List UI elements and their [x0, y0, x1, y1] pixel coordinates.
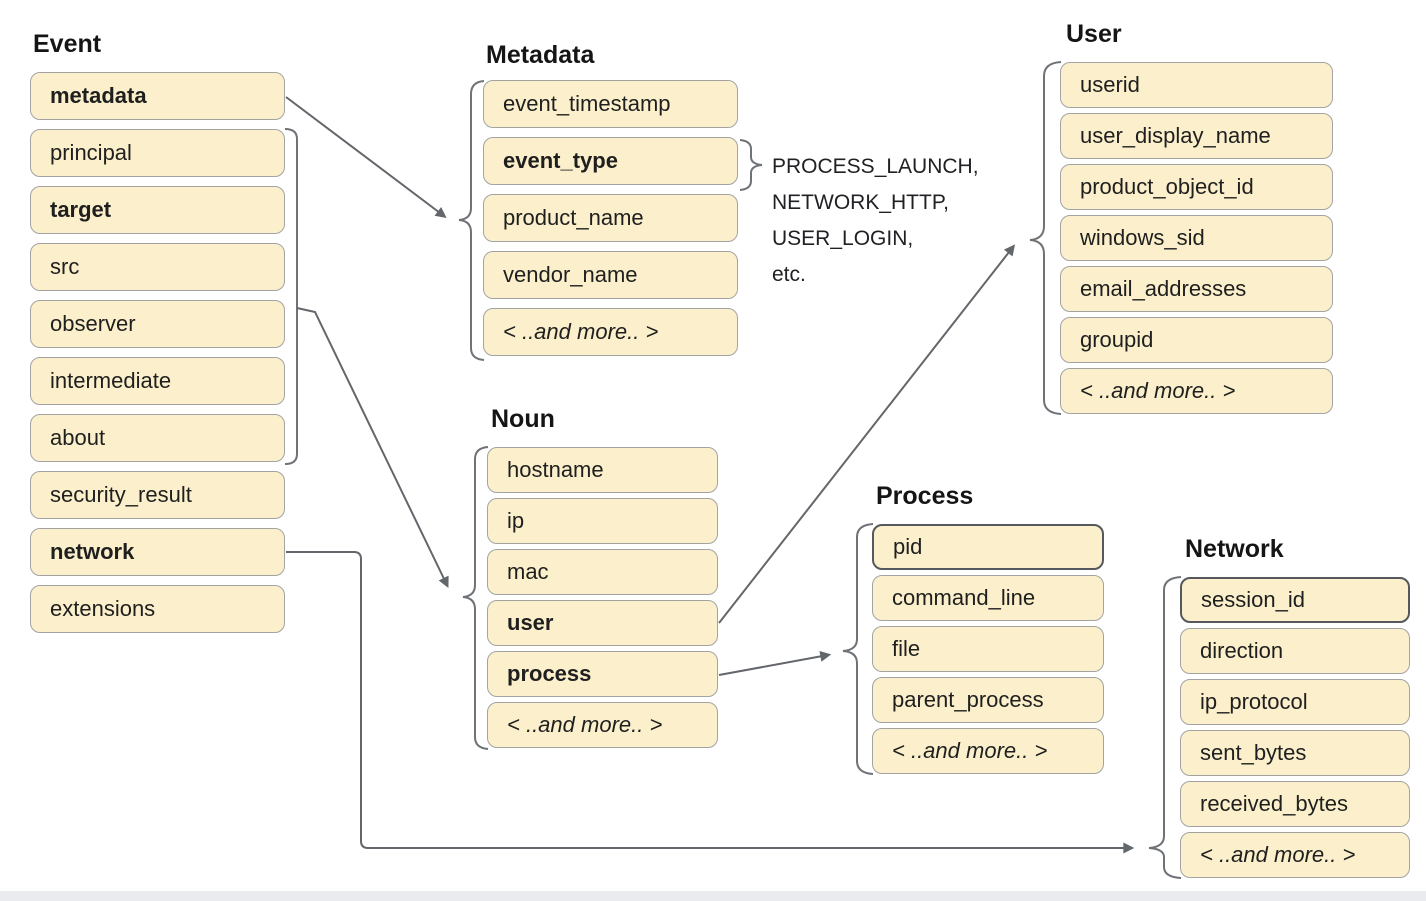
field-label: pid: [893, 534, 923, 559]
field-noun-mac: mac: [487, 549, 718, 595]
field-user-windows-sid: windows_sid: [1060, 215, 1333, 261]
field-event-about: about: [30, 414, 285, 462]
field-network-direction: direction: [1180, 628, 1410, 674]
field-process-pid: pid: [872, 524, 1104, 570]
field-process-and-more: < ..and more.. >: [872, 728, 1104, 774]
field-label: parent_process: [892, 687, 1044, 712]
field-metadata-event-type: event_type: [483, 137, 738, 185]
field-event-metadata: metadata: [30, 72, 285, 120]
event-type-values: PROCESS_LAUNCH, NETWORK_HTTP, USER_LOGIN…: [772, 149, 979, 293]
field-network-received-bytes: received_bytes: [1180, 781, 1410, 827]
field-label: ip: [507, 508, 525, 533]
field-label: security_result: [50, 482, 192, 507]
field-network-and-more: < ..and more.. >: [1180, 832, 1410, 878]
field-network-ip-protocol: ip_protocol: [1180, 679, 1410, 725]
field-user-product-object-id: product_object_id: [1060, 164, 1333, 210]
field-label: observer: [50, 311, 136, 336]
field-label: < ..and more.. >: [892, 738, 1048, 763]
field-label: principal: [50, 140, 132, 165]
field-label: user: [507, 610, 554, 635]
field-label: extensions: [50, 596, 156, 621]
group-title-event: Event: [33, 30, 102, 58]
field-label: event_timestamp: [503, 91, 671, 116]
field-label: product_object_id: [1080, 174, 1254, 199]
field-event-intermediate: intermediate: [30, 357, 285, 405]
field-label: mac: [507, 559, 549, 584]
field-label: < ..and more.. >: [503, 319, 659, 344]
field-label: target: [50, 197, 112, 222]
field-label: < ..and more.. >: [1200, 842, 1356, 867]
field-noun-user: user: [487, 600, 718, 646]
group-title-user: User: [1066, 20, 1122, 48]
field-user-and-more: < ..and more.. >: [1060, 368, 1333, 414]
field-label: received_bytes: [1200, 791, 1348, 816]
field-label: hostname: [507, 457, 604, 482]
field-metadata-product-name: product_name: [483, 194, 738, 242]
field-label: user_display_name: [1080, 123, 1271, 148]
field-network-session-id: session_id: [1180, 577, 1410, 623]
field-event-principal: principal: [30, 129, 285, 177]
field-event-src: src: [30, 243, 285, 291]
field-event-network: network: [30, 528, 285, 576]
field-user-user-display-name: user_display_name: [1060, 113, 1333, 159]
field-label: product_name: [503, 205, 644, 230]
field-label: < ..and more.. >: [1080, 378, 1236, 403]
field-metadata-and-more: < ..and more.. >: [483, 308, 738, 356]
field-label: about: [50, 425, 106, 450]
field-noun-hostname: hostname: [487, 447, 718, 493]
field-metadata-vendor-name: vendor_name: [483, 251, 738, 299]
group-title-noun: Noun: [491, 405, 555, 433]
group-title-metadata: Metadata: [486, 41, 595, 69]
field-label: direction: [1200, 638, 1284, 663]
field-event-observer: observer: [30, 300, 285, 348]
field-label: session_id: [1201, 587, 1305, 612]
event-type-value-line: USER_LOGIN,: [772, 227, 914, 250]
field-label: process: [507, 661, 592, 686]
field-label: sent_bytes: [1200, 740, 1307, 765]
field-metadata-event-timestamp: event_timestamp: [483, 80, 738, 128]
event-type-value-line: PROCESS_LAUNCH,: [772, 155, 979, 178]
field-event-extensions: extensions: [30, 585, 285, 633]
group-title-process: Process: [876, 482, 974, 510]
event-type-value-line: etc.: [772, 263, 806, 286]
field-noun-ip: ip: [487, 498, 718, 544]
field-label: < ..and more.. >: [507, 712, 663, 737]
field-user-groupid: groupid: [1060, 317, 1333, 363]
field-network-sent-bytes: sent_bytes: [1180, 730, 1410, 776]
field-process-parent-process: parent_process: [872, 677, 1104, 723]
group-title-network: Network: [1185, 535, 1284, 563]
field-process-file: file: [872, 626, 1104, 672]
field-label: ip_protocol: [1200, 689, 1308, 714]
field-label: metadata: [50, 83, 147, 108]
field-label: groupid: [1080, 327, 1154, 352]
field-label: intermediate: [50, 368, 172, 393]
field-label: vendor_name: [503, 262, 638, 287]
field-label: file: [892, 636, 921, 661]
field-noun-process: process: [487, 651, 718, 697]
field-user-email-addresses: email_addresses: [1060, 266, 1333, 312]
event-type-value-line: NETWORK_HTTP,: [772, 191, 949, 214]
field-label: src: [50, 254, 80, 279]
field-user-userid: userid: [1060, 62, 1333, 108]
field-label: userid: [1080, 72, 1140, 97]
field-process-command-line: command_line: [872, 575, 1104, 621]
field-label: email_addresses: [1080, 276, 1247, 301]
field-event-security-result: security_result: [30, 471, 285, 519]
field-event-target: target: [30, 186, 285, 234]
field-label: event_type: [503, 148, 618, 173]
field-label: command_line: [892, 585, 1036, 610]
field-label: network: [50, 539, 135, 564]
field-label: windows_sid: [1080, 225, 1205, 250]
page-bottom-divider: [0, 891, 1426, 901]
field-noun-and-more: < ..and more.. >: [487, 702, 718, 748]
